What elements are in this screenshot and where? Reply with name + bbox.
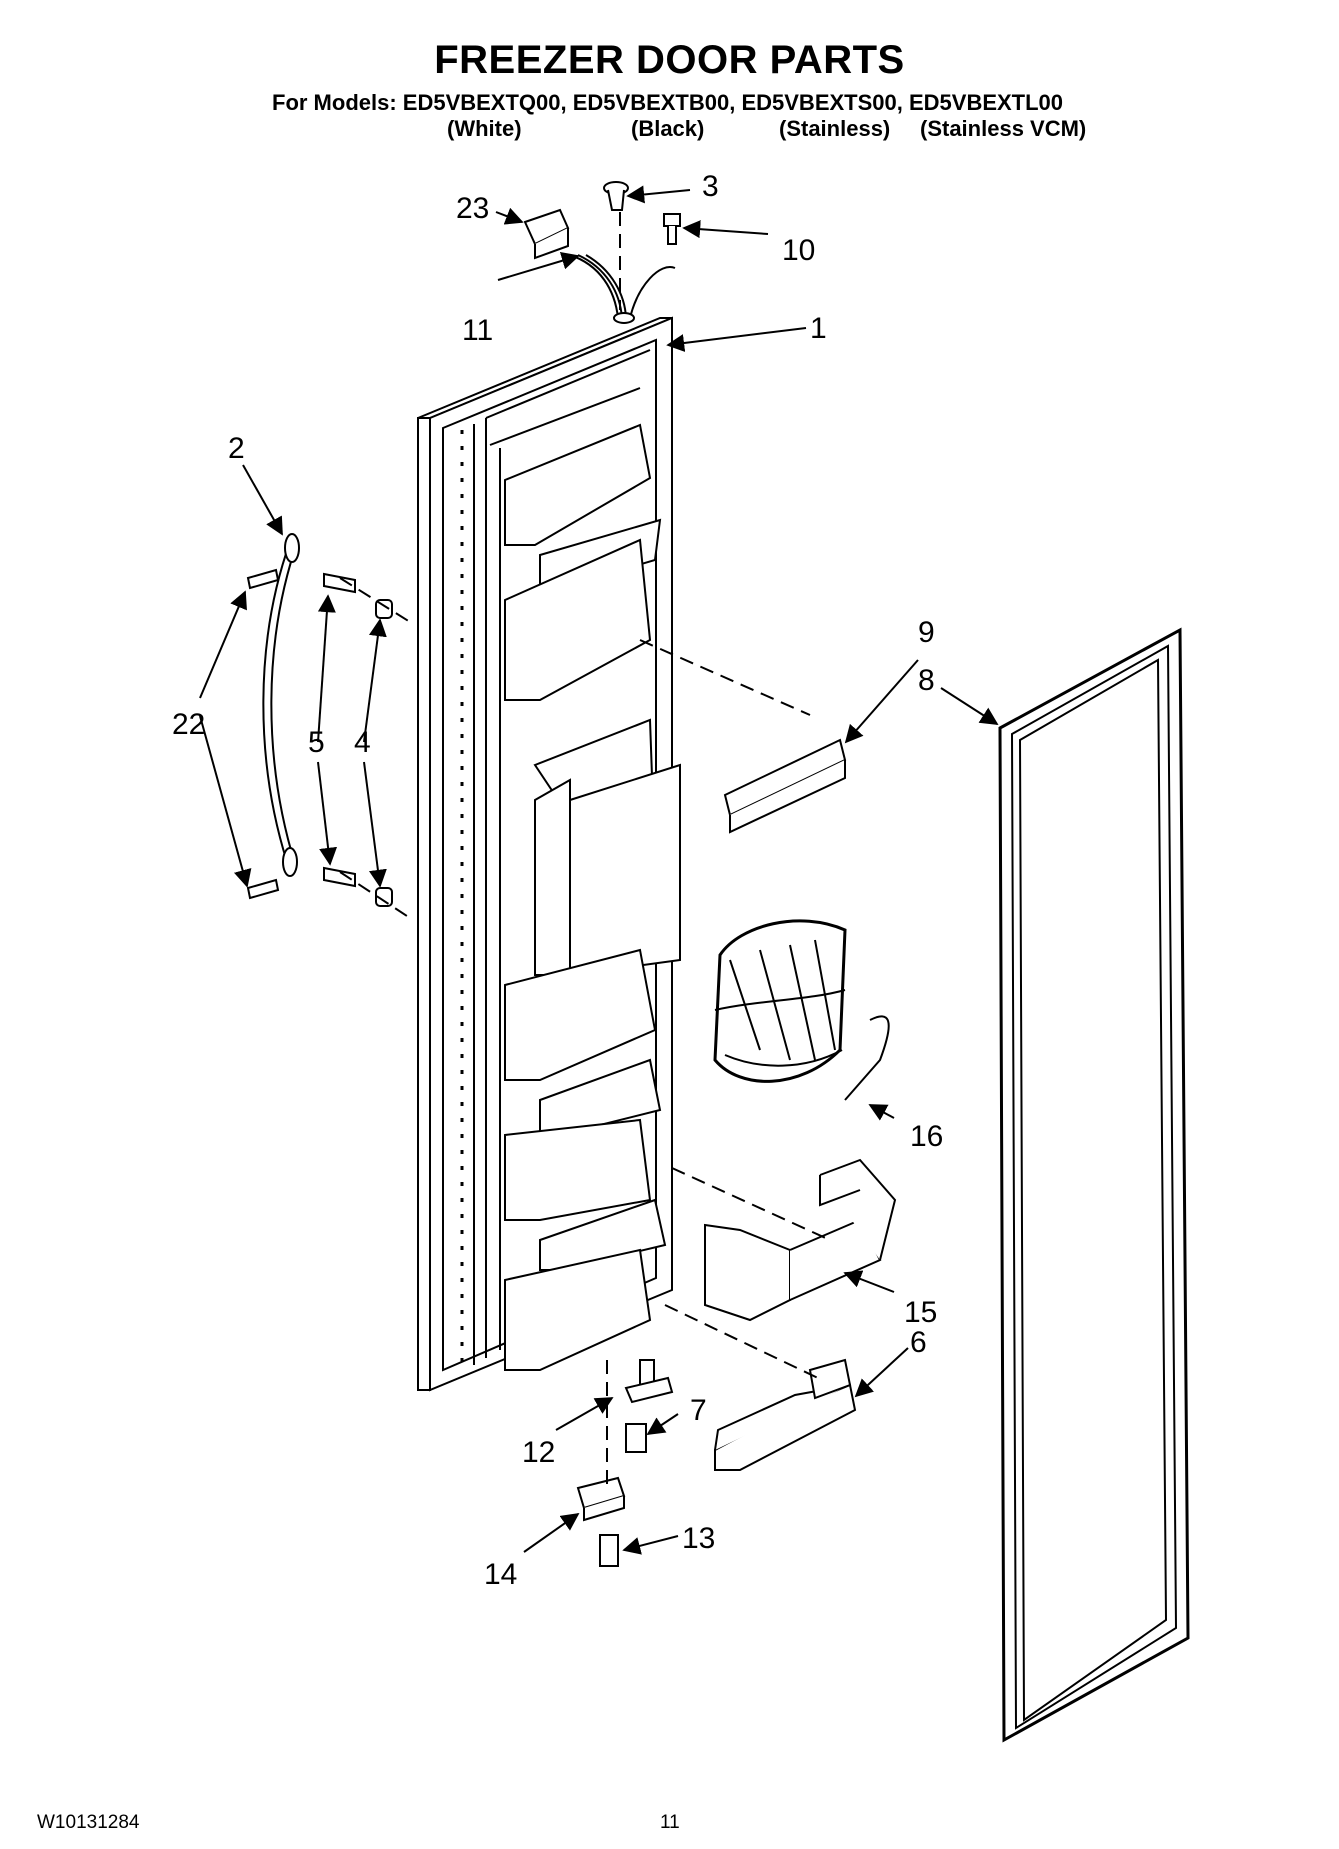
- callout-9: 9: [918, 616, 935, 649]
- callout-7: 7: [690, 1394, 707, 1427]
- page-number: 11: [660, 1812, 680, 1833]
- hinge-pin-12: [624, 1359, 674, 1404]
- callout-23: 23: [456, 192, 489, 225]
- connector-23: [523, 208, 570, 260]
- door-bin-15: [704, 1158, 897, 1322]
- callout-15: 15: [904, 1296, 937, 1329]
- callout-14: 14: [484, 1558, 517, 1591]
- trim-strip-9: [723, 738, 847, 834]
- models-line: For Models: ED5VBEXTQ00, ED5VBEXTB00, ED…: [272, 90, 1064, 115]
- callout-22: 22: [172, 708, 205, 741]
- screw-10: [663, 213, 681, 245]
- callout-6: 6: [910, 1326, 927, 1359]
- variant-black: (Black): [631, 116, 705, 141]
- handle-trim-2: [262, 533, 300, 877]
- callout-12: 12: [522, 1436, 555, 1469]
- hinge-bracket-14: [576, 1476, 626, 1522]
- freezer-door-liner: [417, 316, 681, 1392]
- callout-1: 1: [810, 312, 827, 345]
- callout-3: 3: [702, 170, 719, 203]
- screw-13: [599, 1534, 619, 1567]
- callout-arrows: [199, 185, 999, 1555]
- document-number: W10131284: [37, 1812, 140, 1833]
- callout-10: 10: [782, 234, 815, 267]
- callout-8: 8: [918, 664, 935, 697]
- variant-stainless-vcm: (Stainless VCM): [920, 116, 1087, 141]
- plug-3: [603, 181, 629, 211]
- screws-5: [323, 572, 356, 888]
- screws-22: [246, 568, 280, 900]
- callout-5: 5: [308, 726, 325, 759]
- door-gasket-8: [998, 627, 1190, 1743]
- callout-13: 13: [682, 1522, 715, 1555]
- variant-white: (White): [447, 116, 522, 141]
- ice-basket-16: [713, 919, 890, 1101]
- callout-16: 16: [910, 1120, 943, 1153]
- wire-harness: [569, 254, 676, 324]
- variant-stainless: (Stainless): [779, 116, 891, 141]
- page-title: FREEZER DOOR PARTS: [434, 38, 905, 82]
- callout-11: 11: [462, 314, 493, 347]
- callout-2: 2: [228, 432, 245, 465]
- door-bin-6: [714, 1358, 857, 1471]
- assembly-lines: [339, 212, 831, 1486]
- spacers-4: [375, 599, 393, 907]
- callout-4: 4: [354, 726, 371, 759]
- screw-7: [625, 1423, 647, 1453]
